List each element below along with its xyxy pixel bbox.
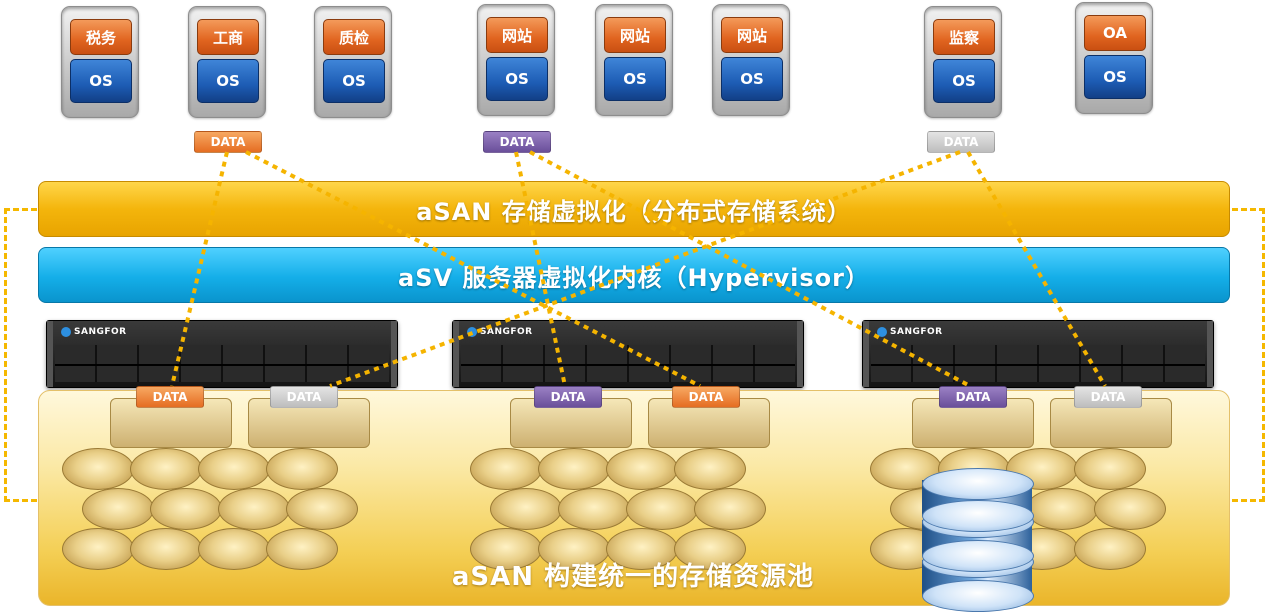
data-tag: DATA [672,386,740,408]
vm-tile: 工商 OS [188,6,266,118]
hard-disk-icon [1074,448,1146,490]
hard-disk-icon [198,528,270,570]
drive-bays [871,345,1205,382]
hard-disk-icon [558,488,630,530]
data-tag: DATA [1074,386,1142,408]
vm-app-label: OA [1084,15,1146,51]
hard-disk-icon [626,488,698,530]
hard-disk-icon [130,448,202,490]
hard-disk-icon [198,448,270,490]
drive-bays [55,345,389,382]
hard-disk-icon [694,488,766,530]
sangfor-logo-icon [61,327,71,337]
right-dashed-bracket [1232,208,1265,502]
vm-tile: 网站 OS [595,4,673,116]
hard-disk-icon [606,448,678,490]
vm-app-label: 网站 [486,17,548,53]
vm-os-label: OS [323,59,385,103]
data-path-line [514,151,567,387]
sangfor-logo-icon [877,327,887,337]
asan-storage-virtualization-bar: aSAN 存储虚拟化（分布式存储系统） [38,181,1230,237]
vm-os-label: OS [70,59,132,103]
data-tag: DATA [534,386,602,408]
hard-disk-icon [150,488,222,530]
drive-bays [461,345,795,382]
hard-disk-icon [62,448,134,490]
vm-app-label: 工商 [197,19,259,55]
data-tag: DATA [939,386,1007,408]
database-icon [922,468,1034,612]
vm-tile: 税务 OS [61,6,139,118]
vm-tile: 网站 OS [477,4,555,116]
data-path-line [966,150,1107,388]
data-tag: DATA [136,386,204,408]
data-path-line [329,150,961,388]
hard-disk-icon [470,448,542,490]
vm-tile: 网站 OS [712,4,790,116]
data-path-line [245,150,701,388]
vm-os-label: OS [933,59,995,103]
vm-os-label: OS [1084,55,1146,99]
hard-disk-icon [606,528,678,570]
vm-app-label: 网站 [721,17,783,53]
data-tag: DATA [927,131,995,153]
vm-tile: 质检 OS [314,6,392,118]
vm-tile: 监察 OS [924,6,1002,118]
server-brand: SANGFOR [61,327,127,337]
vm-os-label: OS [197,59,259,103]
data-path-line [170,151,229,387]
hard-disk-icon [266,448,338,490]
vm-app-label: 网站 [604,17,666,53]
hard-disk-icon [82,488,154,530]
server-chassis: SANGFOR [46,320,398,388]
hard-disk-icon [674,528,746,570]
data-tag: DATA [483,131,551,153]
data-path-line [529,150,971,388]
vm-os-label: OS [486,57,548,101]
server-chassis: SANGFOR [452,320,804,388]
hard-disk-icon [266,528,338,570]
vm-os-label: OS [721,57,783,101]
hard-disk-icon [218,488,290,530]
hard-disk-icon [130,528,202,570]
storage-pool-label: aSAN 构建统一的存储资源池 [451,562,815,592]
vm-app-label: 质检 [323,19,385,55]
vm-app-label: 税务 [70,19,132,55]
hard-disk-icon [490,488,562,530]
vm-app-label: 监察 [933,19,995,55]
server-brand: SANGFOR [877,327,943,337]
hard-disk-icon [1094,488,1166,530]
data-tag: DATA [270,386,338,408]
hard-disk-icon [674,448,746,490]
hard-disk-icon [538,448,610,490]
hard-disk-icon [286,488,358,530]
hard-disk-icon [1074,528,1146,570]
vm-os-label: OS [604,57,666,101]
data-tag: DATA [194,131,262,153]
server-chassis: SANGFOR [862,320,1214,388]
hard-disk-icon [62,528,134,570]
hard-disk-icon [470,528,542,570]
vm-tile: OA OS [1075,2,1153,114]
left-dashed-bracket [4,208,37,502]
